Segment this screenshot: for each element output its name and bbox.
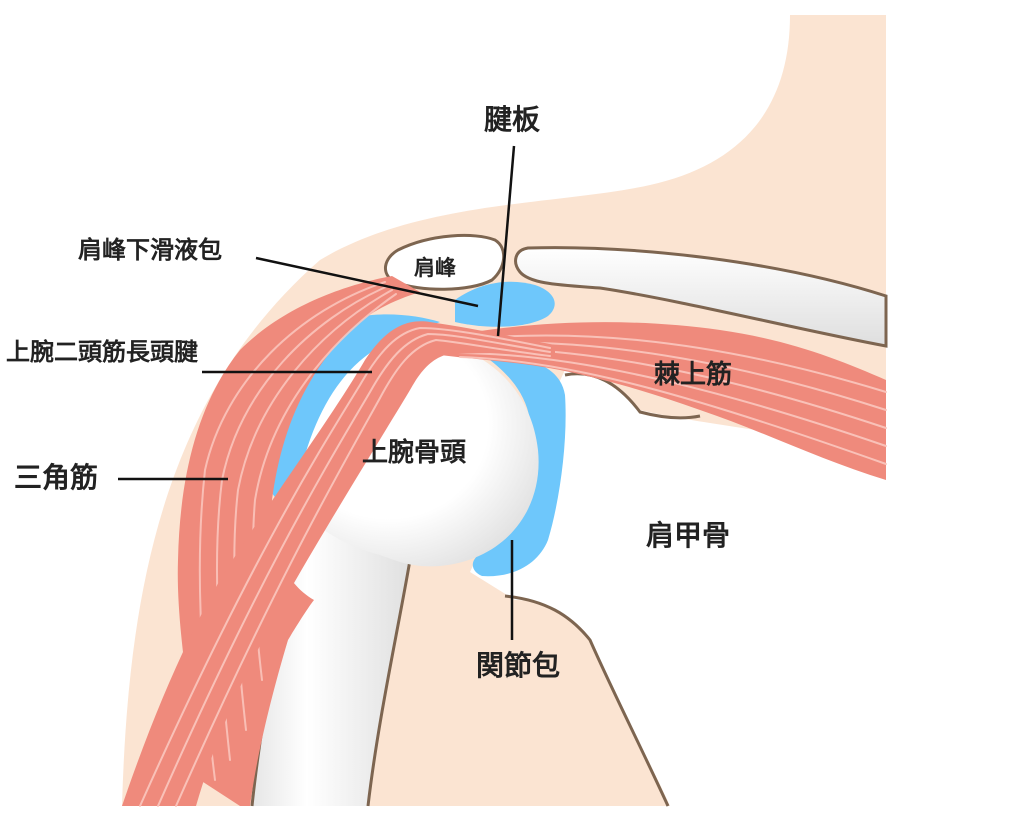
label-acromion: 肩峰 [414, 256, 456, 280]
scapula-bone [470, 369, 886, 806]
subacromial-bursa-shape [455, 281, 555, 327]
label-scapula: 肩甲骨 [646, 519, 731, 552]
label-joint-capsule: 関節包 [476, 649, 561, 682]
label-deltoid: 三角筋 [14, 461, 99, 494]
humerus-shaft-outline-right [366, 559, 412, 807]
clavicle-bone [514, 246, 888, 348]
leader-subacromial-bursa [255, 256, 479, 308]
label-tendon-plate: 腱板 [484, 103, 541, 136]
biceps-tendon-fibers [139, 326, 551, 807]
joint-capsule-shape [472, 359, 566, 577]
leader-lines [118, 145, 516, 640]
scapula-lower-outline [504, 594, 670, 807]
label-biceps-long-head-tendon: 上腕二頭筋長頭腱 [6, 338, 198, 366]
leader-tendon-plate [496, 145, 516, 337]
label-subacromial-bursa: 肩峰下滑液包 [78, 236, 222, 264]
label-supraspinatus: 棘上筋 [654, 360, 733, 390]
label-humeral-head: 上腕骨頭 [362, 438, 467, 468]
